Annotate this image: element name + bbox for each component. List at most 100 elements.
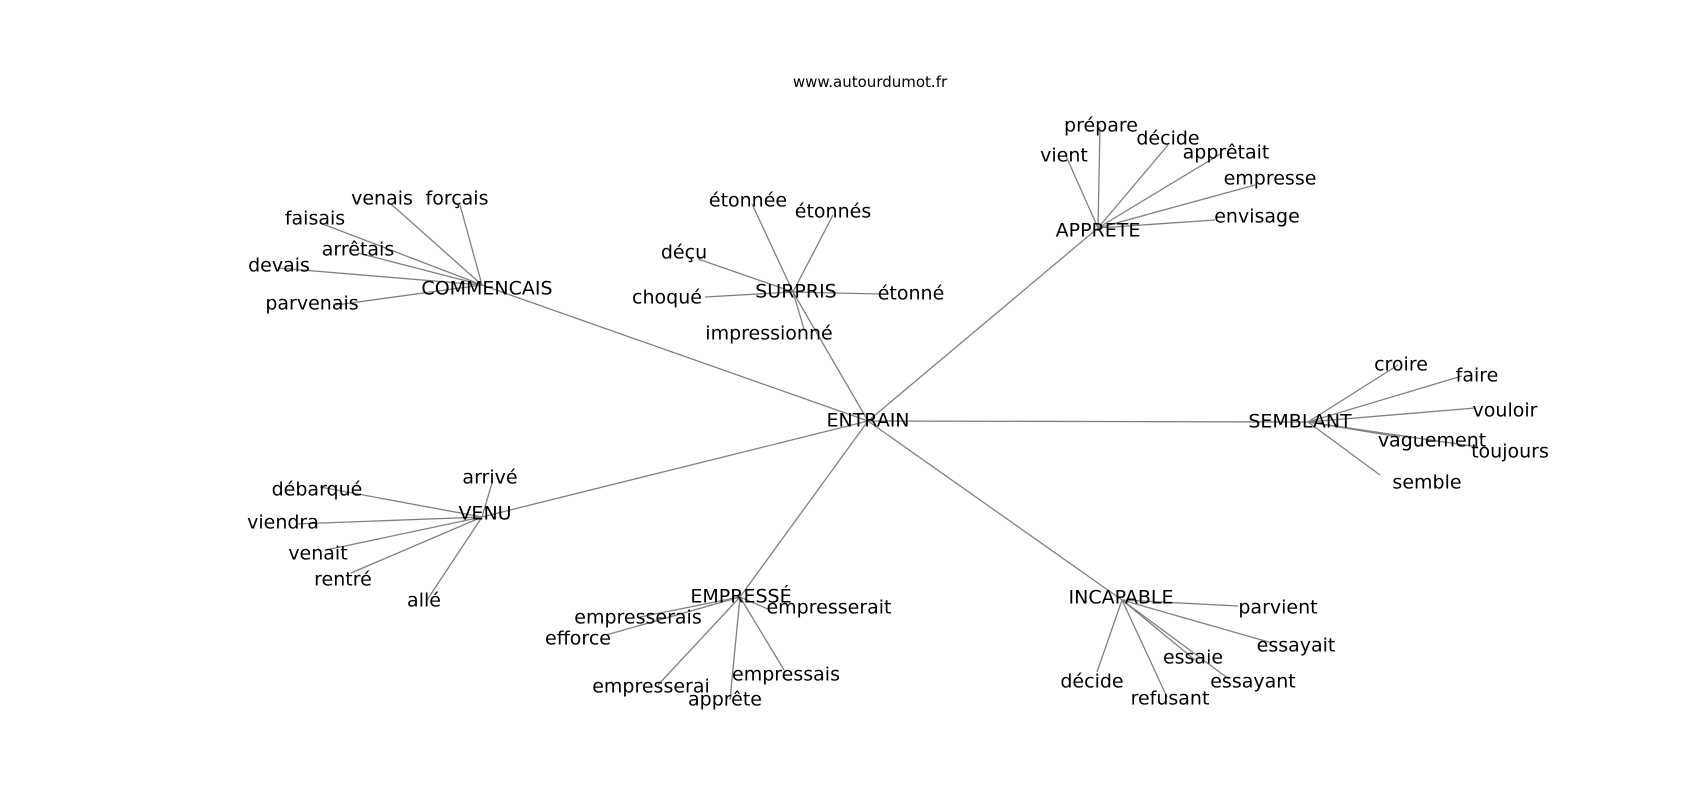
word-surpris-etonnes[interactable]: étonnés — [795, 201, 871, 223]
word-empresse-empressais[interactable]: empressais — [732, 664, 840, 686]
word-semblant-vouloir[interactable]: vouloir — [1473, 400, 1538, 422]
edge-semblant-toujours — [1307, 421, 1479, 448]
edge-center-apprete — [867, 227, 1099, 422]
word-semblant-faire[interactable]: faire — [1456, 365, 1499, 387]
word-commencais-venais[interactable]: venais — [351, 188, 413, 210]
node-venu[interactable]: VENU — [458, 503, 511, 525]
edge-semblant-croire — [1307, 364, 1399, 423]
graph-labels: ENTRAIN COMMENCAIS venais forçais faisais arr… — [247, 115, 1549, 711]
word-apprete-envisage[interactable]: envisage — [1214, 206, 1300, 228]
edge-center-incapable — [867, 420, 1123, 601]
edge-apprete-appretait — [1097, 152, 1223, 229]
node-surpris[interactable]: SURPRIS — [755, 281, 837, 303]
edge-semblant-vouloir — [1307, 407, 1476, 423]
node-commencais[interactable]: COMMENCAIS — [421, 278, 552, 300]
edge-center-commencais — [481, 284, 869, 422]
edge-center-surpris — [792, 291, 869, 422]
edge-venu-viendra — [295, 516, 483, 525]
edge-commencais-venais — [390, 203, 483, 286]
edge-apprete-empresse — [1097, 184, 1256, 229]
word-semblant-toujours[interactable]: toujours — [1471, 441, 1549, 463]
word-commencais-parvenais[interactable]: parvenais — [265, 293, 358, 315]
word-venu-viendra[interactable]: viendra — [247, 512, 319, 534]
edge-empresse-empressais — [739, 596, 785, 671]
edge-incapable-decide — [1096, 599, 1123, 673]
edge-center-semblant — [867, 420, 1309, 423]
edge-incapable-essaie — [1121, 599, 1196, 661]
word-surpris-choque[interactable]: choqué — [632, 287, 702, 309]
node-center[interactable]: ENTRAIN — [826, 410, 909, 432]
edge-apprete-envisage — [1097, 219, 1216, 229]
edge-surpris-etonne — [792, 291, 881, 295]
edge-venu-venait — [325, 516, 483, 551]
edge-surpris-decu — [697, 258, 794, 293]
edge-incapable-essayant — [1121, 599, 1230, 680]
word-semblant-semble[interactable]: semble — [1392, 472, 1461, 494]
word-semblant-vaguement[interactable]: vaguement — [1378, 430, 1486, 452]
word-commencais-faisais[interactable]: faisais — [285, 208, 345, 230]
edge-commencais-devais — [277, 267, 483, 286]
word-apprete-prepare[interactable]: prépare — [1064, 115, 1138, 137]
word-empresse-efforce[interactable]: efforce — [545, 628, 611, 650]
word-surpris-etonne[interactable]: étonné — [878, 283, 945, 305]
word-surpris-impressionne[interactable]: impressionné — [705, 323, 832, 345]
word-incapable-refusant[interactable]: refusant — [1131, 688, 1210, 710]
word-apprete-appretait[interactable]: apprêtait — [1183, 142, 1270, 164]
edge-center-venu — [481, 420, 869, 518]
word-incapable-decide[interactable]: décide — [1060, 671, 1123, 693]
edge-venu-arrive — [481, 482, 493, 518]
word-semblant-croire[interactable]: croire — [1374, 354, 1428, 376]
edge-semblant-faire — [1307, 375, 1463, 423]
word-commencais-arretais[interactable]: arrêtais — [322, 239, 394, 261]
word-empresse-empresserai[interactable]: empresserai — [592, 676, 710, 698]
edge-semblant-semble — [1307, 421, 1381, 476]
edge-empresse-apprete — [729, 596, 741, 701]
word-apprete-empresse[interactable]: empresse — [1224, 168, 1317, 190]
site-credit: www.autourdumot.fr — [793, 73, 948, 91]
word-venu-debarque[interactable]: débarqué — [272, 479, 363, 501]
edge-center-empresse — [739, 420, 869, 598]
edge-commencais-parvenais — [335, 284, 483, 306]
word-commencais-devais[interactable]: devais — [248, 255, 310, 277]
edge-incapable-parvient — [1121, 599, 1239, 607]
edge-surpris-etonnes — [792, 214, 834, 293]
word-venu-alle[interactable]: allé — [407, 590, 441, 612]
edge-commencais-faisais — [319, 222, 483, 286]
edge-venu-debarque — [319, 486, 483, 518]
edge-apprete-vient — [1065, 155, 1099, 229]
edge-apprete-prepare — [1097, 126, 1101, 229]
edge-surpris-choque — [704, 291, 794, 298]
edge-empresse-empresserais — [639, 596, 741, 618]
edge-apprete-decide — [1097, 144, 1169, 229]
word-incapable-parvient[interactable]: parvient — [1238, 597, 1317, 619]
word-venu-rentre[interactable]: rentré — [314, 569, 372, 591]
word-incapable-essayait[interactable]: essayait — [1257, 635, 1336, 657]
edge-surpris-etonnee — [751, 203, 794, 293]
word-empresse-apprete[interactable]: apprête — [688, 689, 762, 711]
word-venu-venait[interactable]: venait — [288, 543, 347, 565]
word-apprete-vient[interactable]: vient — [1040, 145, 1088, 167]
edge-surpris-impressionne — [792, 291, 805, 330]
edge-venu-alle — [426, 516, 483, 601]
node-apprete[interactable]: APPRETE — [1056, 220, 1141, 242]
word-empresse-empresserais[interactable]: empresserais — [574, 607, 701, 629]
node-incapable[interactable]: INCAPABLE — [1069, 587, 1174, 609]
word-apprete-decide[interactable]: décide — [1136, 128, 1199, 150]
word-venu-arrive[interactable]: arrivé — [462, 467, 517, 489]
word-surpris-decu[interactable]: déçu — [661, 242, 707, 264]
word-incapable-essaie[interactable]: essaie — [1163, 647, 1223, 669]
graph-edges — [277, 126, 1479, 701]
edge-empresse-empresserai — [657, 596, 741, 686]
edge-incapable-essayait — [1121, 599, 1273, 644]
node-empresse[interactable]: EMPRESSÉ — [690, 585, 791, 608]
edge-incapable-refusant — [1121, 599, 1168, 698]
word-empresse-empresserait[interactable]: empresserait — [766, 597, 891, 619]
edge-commencais-arretais — [357, 252, 483, 286]
node-semblant[interactable]: SEMBLANT — [1248, 411, 1352, 433]
word-incapable-essayant[interactable]: essayant — [1210, 671, 1296, 693]
word-commencais-forcais[interactable]: forçais — [426, 188, 489, 210]
edge-venu-rentre — [350, 516, 483, 574]
word-surpris-etonnee[interactable]: étonnée — [709, 190, 787, 212]
edge-empresse-efforce — [605, 596, 741, 636]
